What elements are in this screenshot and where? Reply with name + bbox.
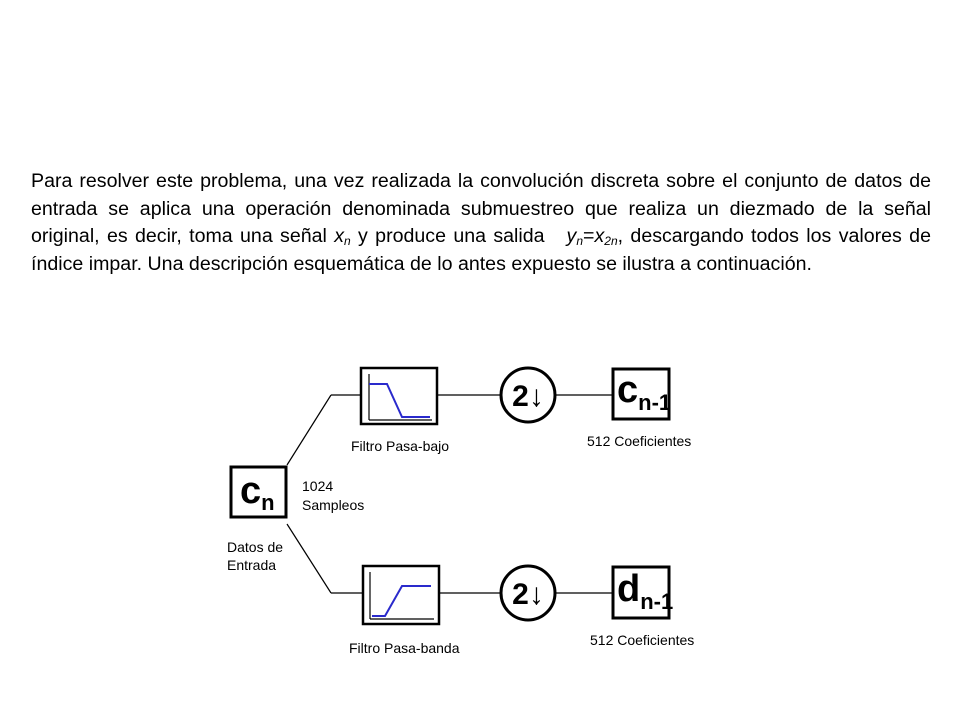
input-box-sub: n: [261, 490, 274, 515]
var-y-sub: n: [576, 234, 584, 249]
para-text-1: Para resolver este problema, una vez rea…: [31, 170, 931, 248]
var-x: x: [334, 225, 345, 248]
decimator-top: [499, 366, 557, 424]
description-paragraph: Para resolver este problema, una vez rea…: [31, 168, 931, 278]
connector-lines: [286, 394, 612, 594]
samples-label: Sampleos: [302, 497, 364, 513]
output-bottom-base: d: [617, 568, 640, 610]
output-top-sub: n-1: [638, 390, 671, 415]
output-box-bottom: [611, 565, 671, 620]
coef-top-label: 512 Coeficientes: [587, 433, 691, 449]
branch-line-bottom: [286, 523, 332, 594]
output-bottom-sub: n-1: [640, 589, 673, 614]
input-box: [229, 465, 288, 519]
output-bottom-label: dn-1: [617, 568, 673, 614]
equals-sign: =: [583, 225, 595, 248]
decimator-bottom-label: 2↓: [512, 578, 544, 611]
para-text-2: y produce una salida: [350, 225, 567, 248]
decimator-bottom: [499, 564, 557, 622]
output-box-top: [611, 367, 671, 421]
input-box-base: c: [240, 470, 261, 512]
var-x2: x: [594, 225, 605, 248]
var-x-sub: n: [344, 234, 351, 249]
input-label-line1: Datos de: [227, 539, 283, 555]
input-label-line2: Entrada: [227, 557, 276, 573]
output-top-base: c: [617, 369, 638, 411]
decimator-top-label: 2↓: [512, 380, 544, 413]
bandpass-label: Filtro Pasa-banda: [349, 640, 460, 656]
lowpass-label: Filtro Pasa-bajo: [351, 438, 449, 454]
lowpass-response-curve: [369, 383, 430, 418]
lowpass-filter-box: [359, 366, 439, 426]
bandpass-response-curve: [372, 585, 431, 617]
var-x2-sub: 2n: [604, 234, 618, 249]
var-y: y: [566, 225, 577, 248]
bandpass-filter-box: [361, 564, 441, 626]
output-top-label: cn-1: [617, 369, 671, 415]
para-text-3: , descargando todos los valores de índic…: [31, 225, 931, 275]
samples-count: 1024: [302, 478, 333, 494]
input-box-label: cn: [240, 470, 275, 515]
coef-bottom-label: 512 Coeficientes: [590, 632, 694, 648]
branch-line-top: [286, 394, 332, 466]
